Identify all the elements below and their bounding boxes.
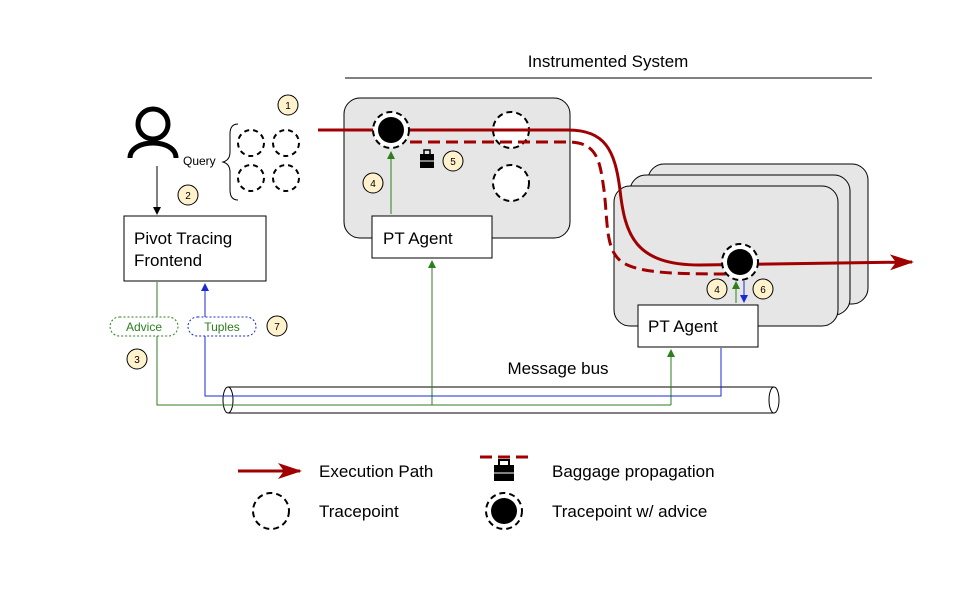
svg-text:7: 7	[274, 322, 280, 333]
step-badge-2: 2	[177, 184, 199, 206]
tuples-label: Tuples	[204, 320, 240, 334]
svg-text:2: 2	[185, 191, 191, 202]
legend-execution-path: Execution Path	[319, 462, 433, 481]
tracepoint-icon	[237, 164, 265, 192]
briefcase-icon	[420, 149, 434, 168]
svg-text:5: 5	[450, 157, 456, 168]
tracepoint-with-advice-icon	[721, 243, 759, 281]
step-badge-4-left: 4	[362, 172, 384, 194]
tracepoint-with-advice-icon	[485, 492, 523, 530]
tracepoint-with-advice-icon	[372, 111, 410, 149]
legend: Execution Path Baggage propagation Trace…	[238, 455, 715, 530]
pivot-tracing-frontend[interactable]	[123, 215, 267, 282]
tracepoint-icon	[272, 129, 300, 157]
advice-pill	[109, 316, 179, 337]
advice-label: Advice	[126, 320, 162, 334]
frontend-label-line1: Pivot Tracing	[134, 229, 232, 248]
step-badge-1: 1	[277, 94, 299, 116]
tracepoint-icon	[252, 492, 290, 530]
message-bus-label: Message bus	[507, 359, 608, 378]
pt-agent-right[interactable]	[637, 304, 759, 348]
step-badge-3: 3	[126, 348, 148, 370]
pt-agent-right-label: PT Agent	[648, 317, 718, 336]
svg-text:1: 1	[285, 101, 291, 112]
step-badge-7: 7	[266, 315, 288, 337]
baggage-propagation-path	[392, 140, 738, 276]
step-badge-6: 6	[752, 278, 774, 300]
legend-tracepoint: Tracepoint	[319, 502, 399, 521]
svg-text:6: 6	[760, 285, 766, 296]
svg-text:4: 4	[714, 285, 720, 296]
pt-agent-left[interactable]	[371, 215, 493, 259]
person-icon	[127, 106, 179, 159]
step-badge-4-right: 4	[706, 278, 728, 300]
query-label: Query	[183, 154, 216, 168]
frontend-label-line2: Frontend	[134, 251, 202, 270]
pt-agent-left-label: PT Agent	[383, 229, 453, 248]
svg-text:3: 3	[134, 355, 140, 366]
legend-tracepoint-advice: Tracepoint w/ advice	[552, 502, 707, 521]
execution-path	[318, 128, 914, 271]
svg-text:4: 4	[370, 179, 376, 190]
tracepoint-icon	[237, 129, 265, 157]
legend-baggage: Baggage propagation	[552, 462, 715, 481]
tracepoint-icon	[492, 164, 530, 202]
tracepoint-icon	[272, 164, 300, 192]
query-tracepoints	[237, 129, 300, 192]
tuples-pill	[187, 316, 257, 337]
message-bus	[222, 386, 780, 414]
section-title: Instrumented System	[528, 52, 689, 71]
briefcase-icon	[494, 459, 514, 481]
tuples-line	[201, 283, 722, 397]
query-brace	[221, 123, 239, 201]
step-badge-5: 5	[442, 150, 464, 172]
